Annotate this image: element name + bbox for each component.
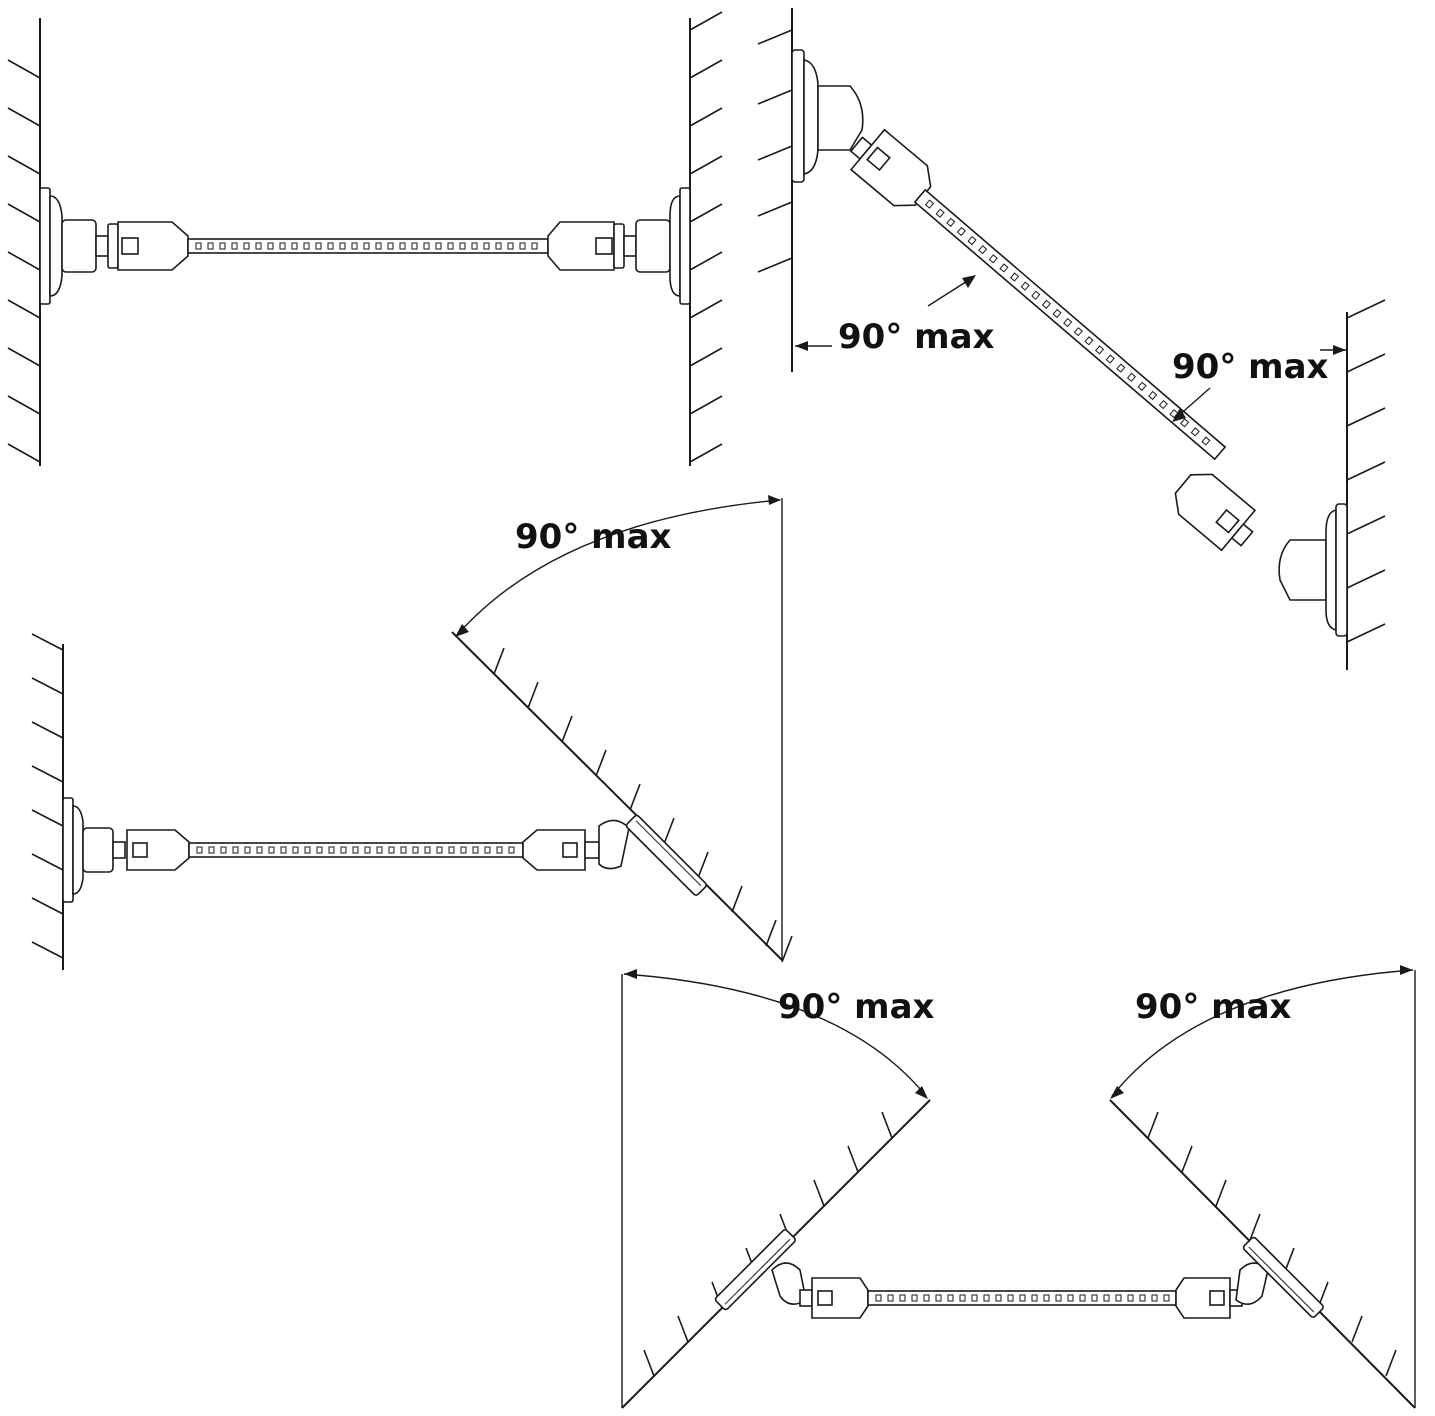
upper-mount (791, 49, 932, 207)
label-angle-bottom-left: 90° max (778, 987, 935, 1027)
rod-assembly (39, 187, 691, 305)
lower-mount (1174, 473, 1348, 637)
label-angle-middle: 90° max (515, 517, 672, 557)
left-wall-hatching (7, 59, 41, 463)
upper-left-wall (757, 8, 793, 372)
dim-right (1172, 345, 1346, 422)
dim-arc-4-right (1110, 965, 1414, 1099)
rod-holes-4 (875, 1294, 1170, 1302)
dim-arc-3 (455, 495, 781, 637)
panel-both-angled: 90° max 90° max (621, 965, 1416, 1409)
dim-left (795, 275, 976, 351)
rod-holes-3 (196, 846, 515, 854)
panel-diagonal-mount: 90° max 90° max (757, 8, 1386, 670)
label-angle-lower-right: 90° max (1172, 347, 1329, 387)
right-wall (689, 11, 723, 466)
angled-wall (451, 631, 793, 963)
dim-arc-4-left (623, 969, 928, 1099)
lower-right-wall (1346, 299, 1386, 670)
label-angle-bottom-right: 90° max (1135, 987, 1292, 1027)
left-wall-3 (31, 633, 64, 970)
diagonal-rod-holes (924, 199, 1211, 446)
diagonal-rod (913, 188, 1227, 461)
rod-holes (195, 242, 538, 250)
rod-assembly-4 (714, 1229, 1324, 1319)
rod-assembly-3 (62, 797, 707, 903)
panel-straight-mount (7, 11, 723, 466)
right-wall-hatching (689, 11, 723, 463)
panel-angled-wall: 90° max (31, 495, 793, 970)
label-angle-upper-left: 90° max (838, 317, 995, 357)
left-wall (7, 18, 41, 466)
